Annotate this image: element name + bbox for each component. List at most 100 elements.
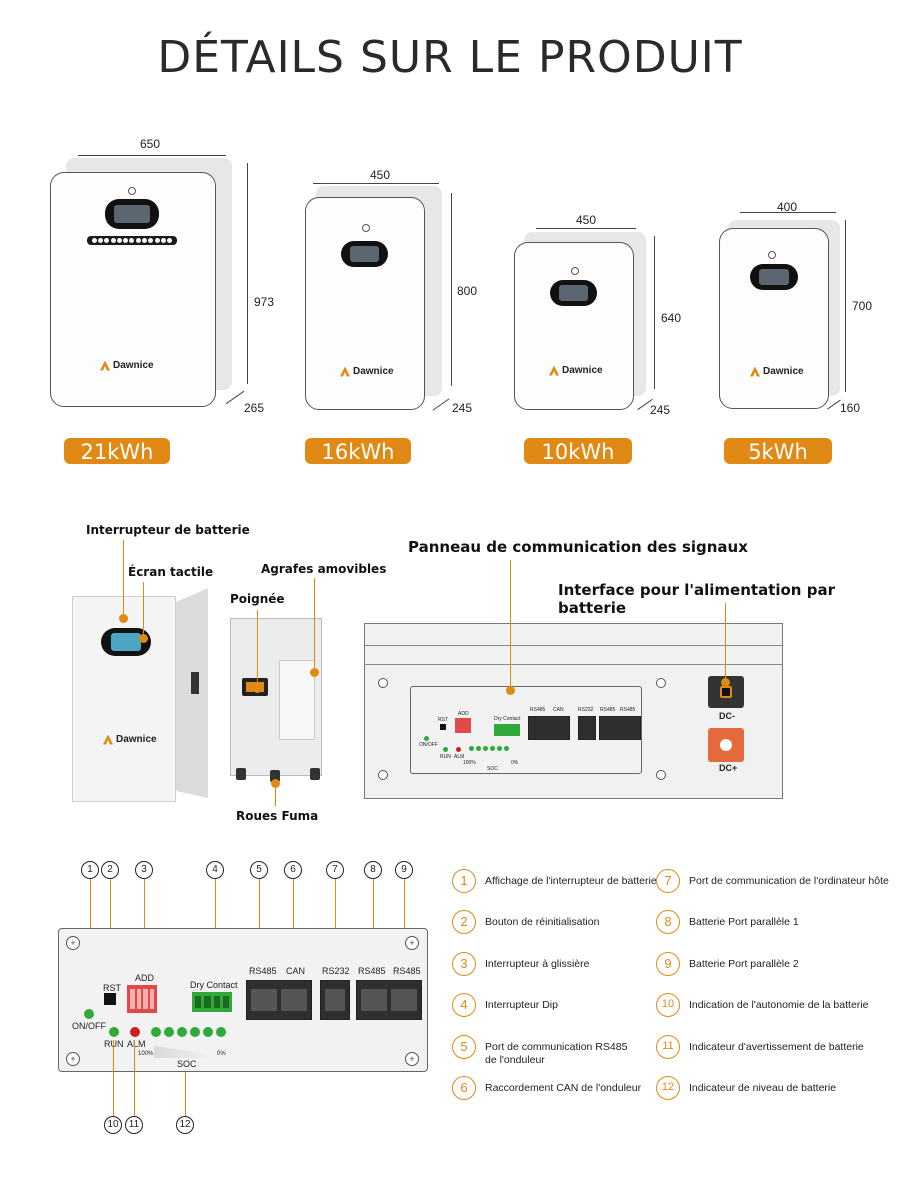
- legend-text: Interrupteur Dip: [485, 999, 558, 1011]
- screw: [656, 678, 666, 688]
- soc-leds: [151, 1027, 226, 1037]
- mini-alm-led: [456, 747, 461, 752]
- pct100-label: 100%: [138, 1051, 154, 1057]
- dry-contact-terminal[interactable]: [192, 992, 232, 1012]
- dry-contact-label: Dry Contact: [190, 980, 238, 990]
- screen-callout-dot: [139, 634, 148, 643]
- port-label-can: CAN: [286, 966, 306, 976]
- legend-number: 10: [656, 993, 680, 1017]
- screw: +: [66, 936, 80, 950]
- comm-leader-line: [510, 560, 511, 688]
- leader-line-8: [373, 879, 374, 963]
- height-dimension-line: [845, 220, 846, 392]
- legend-text: Indicateur de niveau de batterie: [689, 1082, 837, 1094]
- legend-number: 7: [656, 869, 680, 893]
- power-callout-dot: [721, 678, 730, 687]
- soc-led-bar: [87, 236, 177, 245]
- capacity-badge: 5kWh: [724, 438, 832, 464]
- cabinet-front: [72, 596, 176, 802]
- dip-switch[interactable]: [127, 985, 157, 1013]
- screen: [341, 241, 388, 267]
- switch-dot: [571, 267, 579, 275]
- clips-label: Agrafes amovibles: [261, 562, 387, 576]
- removable-clips: [279, 660, 315, 740]
- capacity-badge: 10kWh: [524, 438, 632, 464]
- callout-number: 2: [101, 861, 119, 879]
- callout-number: 4: [206, 861, 224, 879]
- mini-rs232-port[interactable]: [578, 716, 596, 740]
- depth-label: 245: [452, 401, 473, 415]
- alm-label: ALM: [127, 1039, 146, 1049]
- callout-number: 12: [176, 1116, 194, 1134]
- rs232-port[interactable]: [320, 980, 350, 1020]
- mini-rs485-can-ports[interactable]: [528, 716, 570, 740]
- depth-label: 245: [650, 403, 671, 417]
- width-label: 450: [576, 213, 597, 227]
- mini-on-off-led: [424, 736, 429, 741]
- legend-number: 3: [452, 952, 476, 976]
- mini-reset-button[interactable]: [440, 724, 446, 730]
- depth-line: [432, 398, 450, 411]
- mini-parallel-ports[interactable]: [599, 716, 641, 740]
- callout-number: 1: [81, 861, 99, 879]
- brand-logo: Dawnice: [103, 734, 157, 745]
- mini-run-led: [443, 747, 448, 752]
- mini-dip-switch[interactable]: [455, 718, 471, 733]
- callout-number: 3: [135, 861, 153, 879]
- screw: +: [405, 936, 419, 950]
- port-label-rs485-1: RS485: [358, 966, 386, 976]
- height-label: 700: [852, 299, 873, 313]
- legend-number: 6: [452, 1076, 476, 1100]
- depth-label: 160: [840, 401, 861, 415]
- depth-line: [225, 390, 245, 405]
- width-dimension-line: [536, 228, 636, 229]
- mini-pct100-label: 100%: [463, 760, 476, 766]
- wheels-leader-line: [275, 782, 276, 806]
- comm-panel-label: Panneau de communication des signaux: [408, 538, 748, 556]
- legend-text: Bouton de réinitialisation: [485, 916, 600, 928]
- on-off-led: [84, 1009, 94, 1019]
- mini-alm-label: ALM: [454, 754, 465, 760]
- brand-logo: Dawnice: [549, 365, 603, 376]
- dc-plus-terminal[interactable]: [708, 728, 744, 762]
- wheel: [310, 768, 320, 780]
- legend-text: Indicateur d'avertissement de batterie: [689, 1041, 864, 1053]
- leader-line-11: [134, 1040, 135, 1116]
- dc-minus-terminal[interactable]: [708, 676, 744, 708]
- wheels-label: Roues Fuma: [236, 809, 319, 823]
- height-dimension-line: [247, 163, 248, 384]
- legend-number: 5: [452, 1035, 476, 1059]
- touch-screen-label: Écran tactile: [128, 565, 214, 579]
- legend-number: 11: [656, 1035, 680, 1059]
- height-dimension-line: [451, 193, 452, 386]
- switch-leader-line: [123, 540, 124, 618]
- handle-callout-dot: [253, 684, 262, 693]
- height-dimension-line: [654, 236, 655, 389]
- dc-minus-label: DC-: [719, 711, 735, 721]
- mini-soc-label: SOC: [487, 766, 498, 772]
- leader-line-5: [259, 879, 260, 963]
- run-led: [109, 1027, 119, 1037]
- callout-number: 11: [125, 1116, 143, 1134]
- mini-dry-contact-label: Dry Contact: [494, 716, 521, 722]
- depth-label: 265: [244, 401, 265, 415]
- dc-plus-label: DC+: [719, 763, 738, 773]
- reset-button[interactable]: [104, 993, 116, 1005]
- parallel-ports[interactable]: [356, 980, 422, 1020]
- screen: [750, 264, 798, 290]
- leader-line-9: [404, 879, 405, 963]
- mini-run-label: RUN: [440, 754, 451, 760]
- mini-port-label-can: CAN: [553, 707, 564, 713]
- width-dimension-line: [313, 183, 439, 184]
- depth-line: [827, 399, 841, 410]
- housing-line: [364, 664, 783, 665]
- switch-dot: [362, 224, 370, 232]
- screen: [550, 280, 597, 306]
- mini-soc-leds: [469, 746, 509, 751]
- clips-leader-line: [314, 578, 315, 673]
- legend-text: Batterie Port parallèle 1: [689, 916, 799, 928]
- legend-text: Interrupteur à glissière: [485, 958, 590, 970]
- callout-number: 8: [364, 861, 382, 879]
- mini-dry-contact-terminal[interactable]: [494, 724, 520, 736]
- rs485-can-ports[interactable]: [246, 980, 312, 1020]
